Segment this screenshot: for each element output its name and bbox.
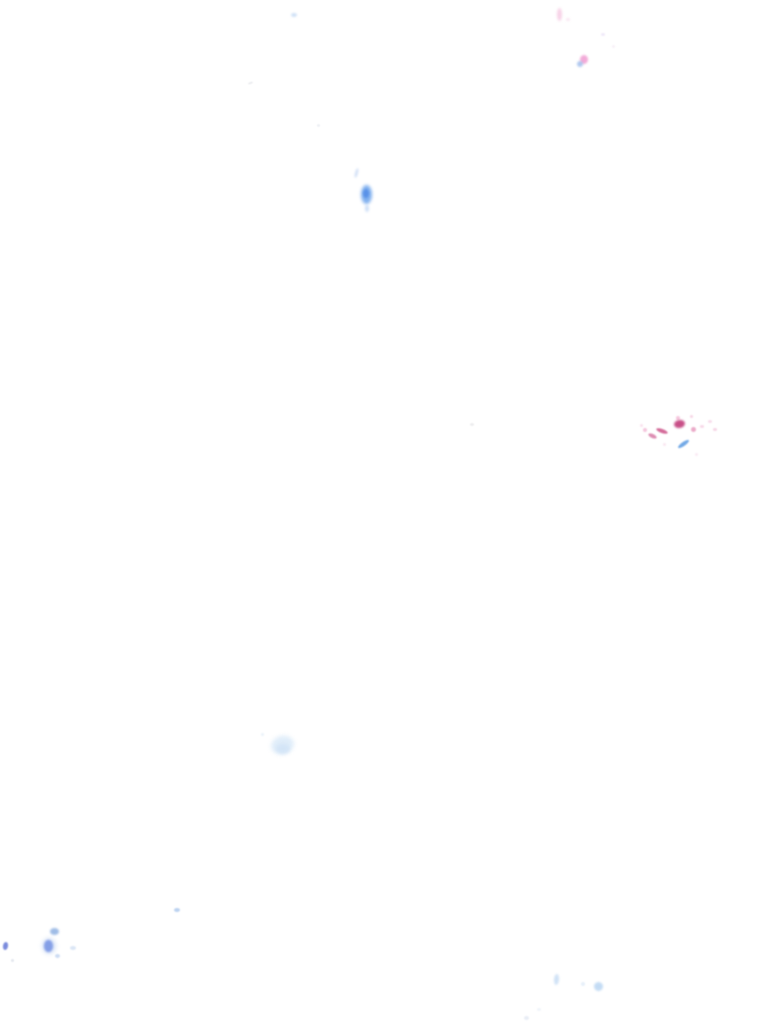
ink-speck: [691, 427, 696, 432]
ink-speck: [673, 419, 686, 429]
ink-speck: [640, 424, 643, 427]
ink-speck: [261, 733, 264, 736]
ink-speck: [581, 982, 585, 986]
ink-speck: [594, 982, 603, 991]
ink-speck: [566, 18, 570, 21]
ink-speck: [553, 973, 560, 986]
ink-speck: [713, 428, 717, 431]
ink-speck: [365, 205, 369, 212]
ink-speck: [42, 938, 56, 954]
ink-speck: [577, 61, 583, 67]
ink-speck: [524, 1016, 529, 1020]
ink-speck: [276, 744, 290, 754]
ink-speck: [690, 415, 693, 418]
ink-speck: [247, 81, 254, 85]
ink-speck: [676, 416, 680, 420]
ink-speck: [363, 189, 369, 198]
ink-speck: [470, 423, 474, 426]
ink-speck: [655, 427, 669, 435]
ink-speck: [44, 940, 53, 952]
ink-speck: [601, 33, 605, 36]
ink-speck: [50, 928, 59, 935]
ink-speck: [643, 428, 647, 432]
ink-speck: [317, 124, 320, 127]
ink-speck: [70, 946, 76, 950]
ink-speck: [663, 443, 666, 446]
ink-speck: [55, 954, 60, 958]
ink-speck: [700, 425, 704, 428]
ink-speck: [2, 941, 9, 951]
ink-speck: [612, 45, 615, 48]
ink-speck: [580, 55, 588, 64]
ink-speck: [174, 908, 180, 912]
ink-speck: [537, 1008, 541, 1011]
ink-speck: [291, 13, 297, 17]
ink-speck: [353, 167, 360, 179]
ink-speck: [677, 438, 690, 450]
ink-speck: [695, 453, 698, 456]
ink-speck: [11, 959, 14, 962]
ink-speck: [557, 8, 562, 21]
ink-speck: [647, 432, 658, 440]
ink-speck: [708, 420, 712, 423]
